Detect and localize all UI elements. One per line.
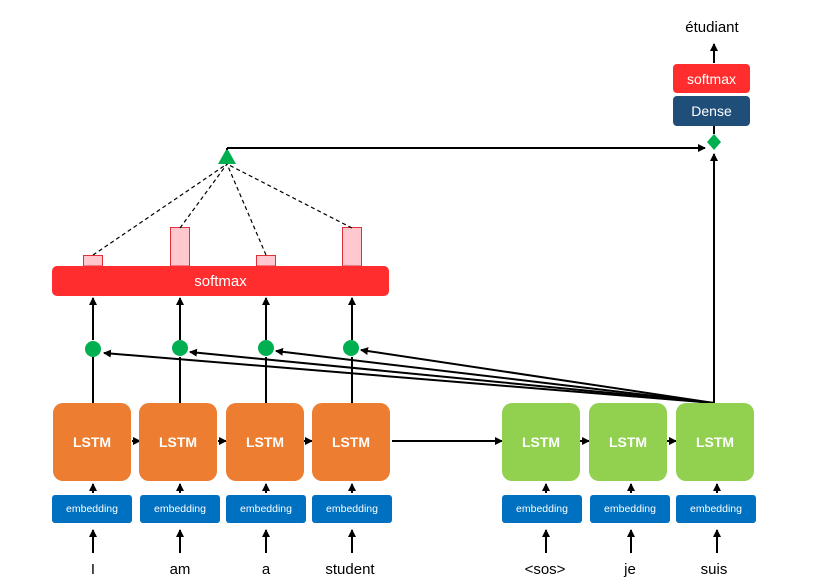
decoder-to-dot-arrows bbox=[103, 347, 715, 404]
attention-weight-bars bbox=[83, 227, 362, 267]
attention-softmax-bar: softmax bbox=[52, 266, 389, 296]
decoder-lstm-cell: LSTM bbox=[589, 403, 667, 481]
encoder-input-word: am bbox=[169, 561, 191, 578]
encoder-embedding: embedding bbox=[312, 495, 392, 523]
attention-weight-bar bbox=[170, 227, 190, 267]
output-word: étudiant bbox=[685, 19, 739, 36]
score-node bbox=[172, 340, 188, 356]
decoder-embedding: embedding bbox=[590, 495, 670, 523]
score-node bbox=[343, 340, 359, 356]
decoder-embedding: embedding bbox=[676, 495, 756, 523]
encoder-to-dot-lines bbox=[92, 357, 353, 403]
dense-layer-box: Dense bbox=[673, 96, 750, 126]
encoder-lstm-cell: LSTM bbox=[226, 403, 304, 481]
encoder-lstm-cell: LSTM bbox=[53, 403, 131, 481]
context-dashed-lines bbox=[92, 163, 353, 256]
output-softmax-box: softmax bbox=[673, 64, 750, 93]
decoder-lstm-cell: LSTM bbox=[502, 403, 580, 481]
encoder-lstm-cell: LSTM bbox=[312, 403, 390, 481]
decoder-input-word: <sos> bbox=[524, 561, 566, 578]
context-vector-node bbox=[218, 148, 236, 164]
attention-weight-bar bbox=[256, 255, 276, 267]
dot-to-softmax-arrows bbox=[89, 297, 356, 340]
encoder-embedding: embedding bbox=[226, 495, 306, 523]
encoder-lstm-cell: LSTM bbox=[139, 403, 217, 481]
encoder-input-word: a bbox=[261, 561, 271, 578]
attention-weight-bar bbox=[342, 227, 362, 267]
decoder-lstm-cell: LSTM bbox=[676, 403, 754, 481]
decoder-input-word: suis bbox=[700, 561, 728, 578]
embedding-to-lstm-arrows bbox=[89, 483, 721, 493]
decoder-input-word: je bbox=[624, 561, 636, 578]
decoder-embedding: embedding bbox=[502, 495, 582, 523]
score-node bbox=[85, 341, 101, 357]
context-to-concat-arrow bbox=[226, 144, 706, 152]
input-arrows bbox=[89, 529, 721, 553]
attention-weight-bar bbox=[83, 255, 103, 267]
encoder-input-word: student bbox=[325, 561, 375, 578]
score-node bbox=[258, 340, 274, 356]
encoder-embedding: embedding bbox=[140, 495, 220, 523]
encoder-input-word: I bbox=[90, 561, 96, 578]
concat-node bbox=[707, 134, 721, 150]
encoder-embedding: embedding bbox=[52, 495, 132, 523]
